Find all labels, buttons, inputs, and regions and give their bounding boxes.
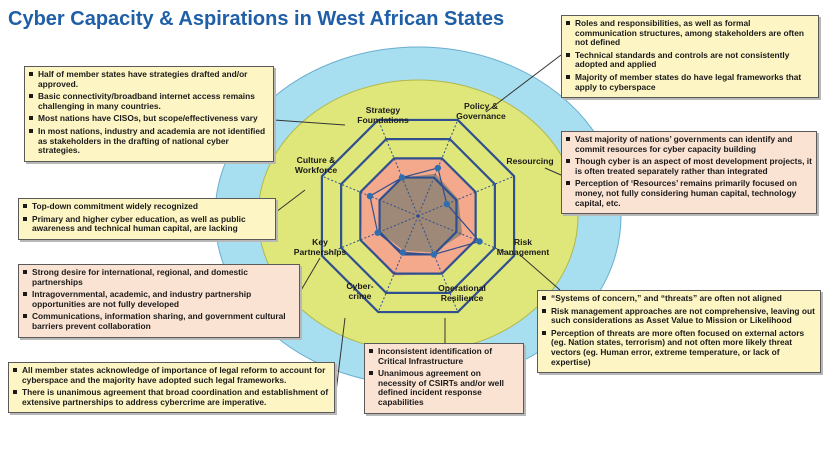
axis-label-policy: Policy & Governance — [456, 101, 506, 121]
page-title: Cyber Capacity & Aspirations in West Afr… — [8, 8, 505, 30]
bullet-item: Though cyber is an aspect of most develo… — [566, 156, 812, 176]
bullet-item: Unanimous agreement on necessity of CSIR… — [369, 368, 519, 407]
data-point — [430, 251, 438, 258]
connector-lines — [273, 54, 562, 401]
data-point — [366, 192, 374, 200]
operational-box: Inconsistent identification of Critical … — [364, 343, 524, 414]
bullet-item: Communications, information sharing, and… — [23, 312, 295, 331]
bullet-item: Intragovernmental, academic, and industr… — [23, 289, 295, 309]
bullet-item: “Systems of concern,” and “threats” are … — [542, 293, 816, 304]
bullet-item: Roles and responsibilities, as well as f… — [566, 18, 814, 48]
resourcing-box: Vast majority of nations’ governments ca… — [561, 131, 817, 215]
data-point — [399, 249, 407, 256]
legal-box: All member states acknowledge of importa… — [8, 362, 335, 414]
risk-box: “Systems of concern,” and “threats” are … — [537, 290, 821, 374]
bullet-item: All member states acknowledge of importa… — [13, 365, 330, 385]
strategy-box: Half of member states have strategies dr… — [24, 66, 274, 162]
octagon-ring-1 — [320, 118, 516, 314]
data-point — [398, 174, 406, 181]
bullet-item: Majority of member states do have legal … — [566, 72, 814, 92]
connector-line — [275, 189, 306, 213]
data-point — [476, 238, 483, 245]
axis-label-partnerships: Key Partnerships — [293, 237, 347, 257]
octagon-ring-3 — [359, 157, 477, 275]
bullet-item: Perception of threats are more often foc… — [542, 328, 816, 367]
partnerships-box: Strong desire for international, regiona… — [18, 264, 300, 338]
data-point — [434, 164, 442, 172]
axis-spoke — [417, 215, 515, 257]
bullet-item: Vast majority of nations’ governments ca… — [566, 134, 812, 154]
bullet-item: Risk management approaches are not compr… — [542, 306, 816, 326]
bullet-item: Half of member states have strategies dr… — [29, 69, 269, 89]
axis-label-culture: Culture & Workforce — [294, 155, 338, 175]
inner-level-area — [379, 173, 463, 253]
bullet-item: Primary and higher cyber education, as w… — [23, 214, 271, 234]
axis-label-risk: Risk Management — [496, 237, 550, 257]
axis-spoke — [417, 175, 515, 217]
connector-line — [334, 317, 346, 401]
connector-line — [544, 167, 562, 176]
axis-spoke — [321, 215, 419, 257]
policy-box: Roles and responsibilities, as well as f… — [561, 15, 819, 99]
data-point — [443, 200, 451, 208]
connector-line — [299, 257, 321, 293]
bullet-item: Perception of ‘Resources’ remains primar… — [566, 179, 812, 208]
axis-spoke — [417, 215, 459, 313]
bullet-item: Basic connectivity/broadband internet ac… — [29, 91, 269, 111]
bullet-item: Strong desire for international, regiona… — [23, 267, 295, 287]
radar-chart — [320, 118, 516, 314]
axis-label-cybercrime: Cyber- crime — [346, 281, 374, 301]
axis-label-resourcing: Resourcing — [506, 156, 554, 166]
axis-spoke — [377, 215, 419, 313]
axis-label-strategy: Strategy Foundations — [357, 105, 409, 125]
octagon-ring-2 — [340, 138, 496, 294]
bullet-item: Most nations have CISOs, but scope/effec… — [29, 114, 269, 124]
bullet-item: There is unanimous agreement that broad … — [13, 387, 330, 407]
axis-spoke — [377, 119, 419, 217]
bullet-item: Top-down commitment widely recognized — [23, 201, 271, 212]
connector-line — [485, 54, 562, 113]
axis-label-operational: Operational Resilience — [438, 283, 486, 303]
bullet-item: Inconsistent identification of Critical … — [369, 346, 519, 366]
bullet-item: In most nations, industry and academia a… — [29, 126, 269, 156]
connector-line — [273, 119, 346, 126]
data-point — [374, 229, 381, 236]
bullet-item: Technical standards and controls are not… — [566, 50, 814, 70]
connector-line — [519, 254, 561, 291]
